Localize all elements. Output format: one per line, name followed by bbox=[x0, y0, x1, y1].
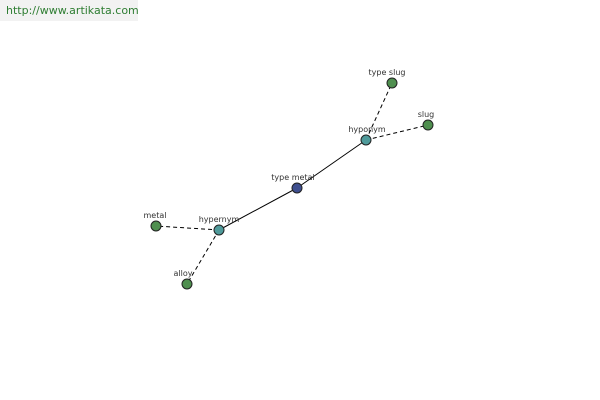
node-metal[interactable]: metal bbox=[144, 211, 167, 232]
edges-layer bbox=[155, 82, 429, 285]
node-circle-hypernym[interactable] bbox=[213, 224, 225, 236]
nodes-layer: type metal hypernym hyponym metal alloy type … bbox=[144, 68, 435, 290]
node-label-hyponym: hyponym bbox=[348, 125, 386, 134]
node-alloy[interactable]: alloy bbox=[174, 269, 193, 290]
edge-hypernym-alloy bbox=[186, 229, 220, 285]
node-circle-type-metal[interactable] bbox=[291, 182, 303, 194]
node-label-metal: metal bbox=[144, 211, 167, 220]
node-hypernym[interactable]: hypernym bbox=[199, 215, 240, 236]
edge-hyponym-slug bbox=[365, 124, 429, 141]
node-label-alloy: alloy bbox=[174, 269, 193, 278]
node-circle-hyponym[interactable] bbox=[360, 134, 372, 146]
node-circle-alloy[interactable] bbox=[181, 278, 193, 290]
source-url-banner: http://www.artikata.com bbox=[0, 0, 139, 21]
edge-hyponym-type-slug bbox=[365, 82, 393, 141]
node-type-metal[interactable]: type metal bbox=[271, 173, 315, 194]
node-circle-type-slug[interactable] bbox=[386, 77, 398, 89]
node-type-slug[interactable]: type slug bbox=[369, 68, 406, 89]
source-url-text: http://www.artikata.com bbox=[6, 4, 139, 17]
node-label-slug: slug bbox=[418, 110, 435, 119]
node-label-type-slug: type slug bbox=[369, 68, 406, 77]
node-circle-slug[interactable] bbox=[422, 119, 434, 131]
node-hyponym[interactable]: hyponym bbox=[348, 125, 386, 146]
edge-type-metal-hypernym bbox=[218, 187, 298, 231]
node-slug[interactable]: slug bbox=[418, 110, 435, 131]
edge-hypernym-metal bbox=[155, 225, 220, 231]
node-circle-metal[interactable] bbox=[150, 220, 162, 232]
node-label-hypernym: hypernym bbox=[199, 215, 240, 224]
edge-type-metal-hyponym bbox=[296, 139, 367, 189]
node-label-type-metal: type metal bbox=[271, 173, 314, 182]
